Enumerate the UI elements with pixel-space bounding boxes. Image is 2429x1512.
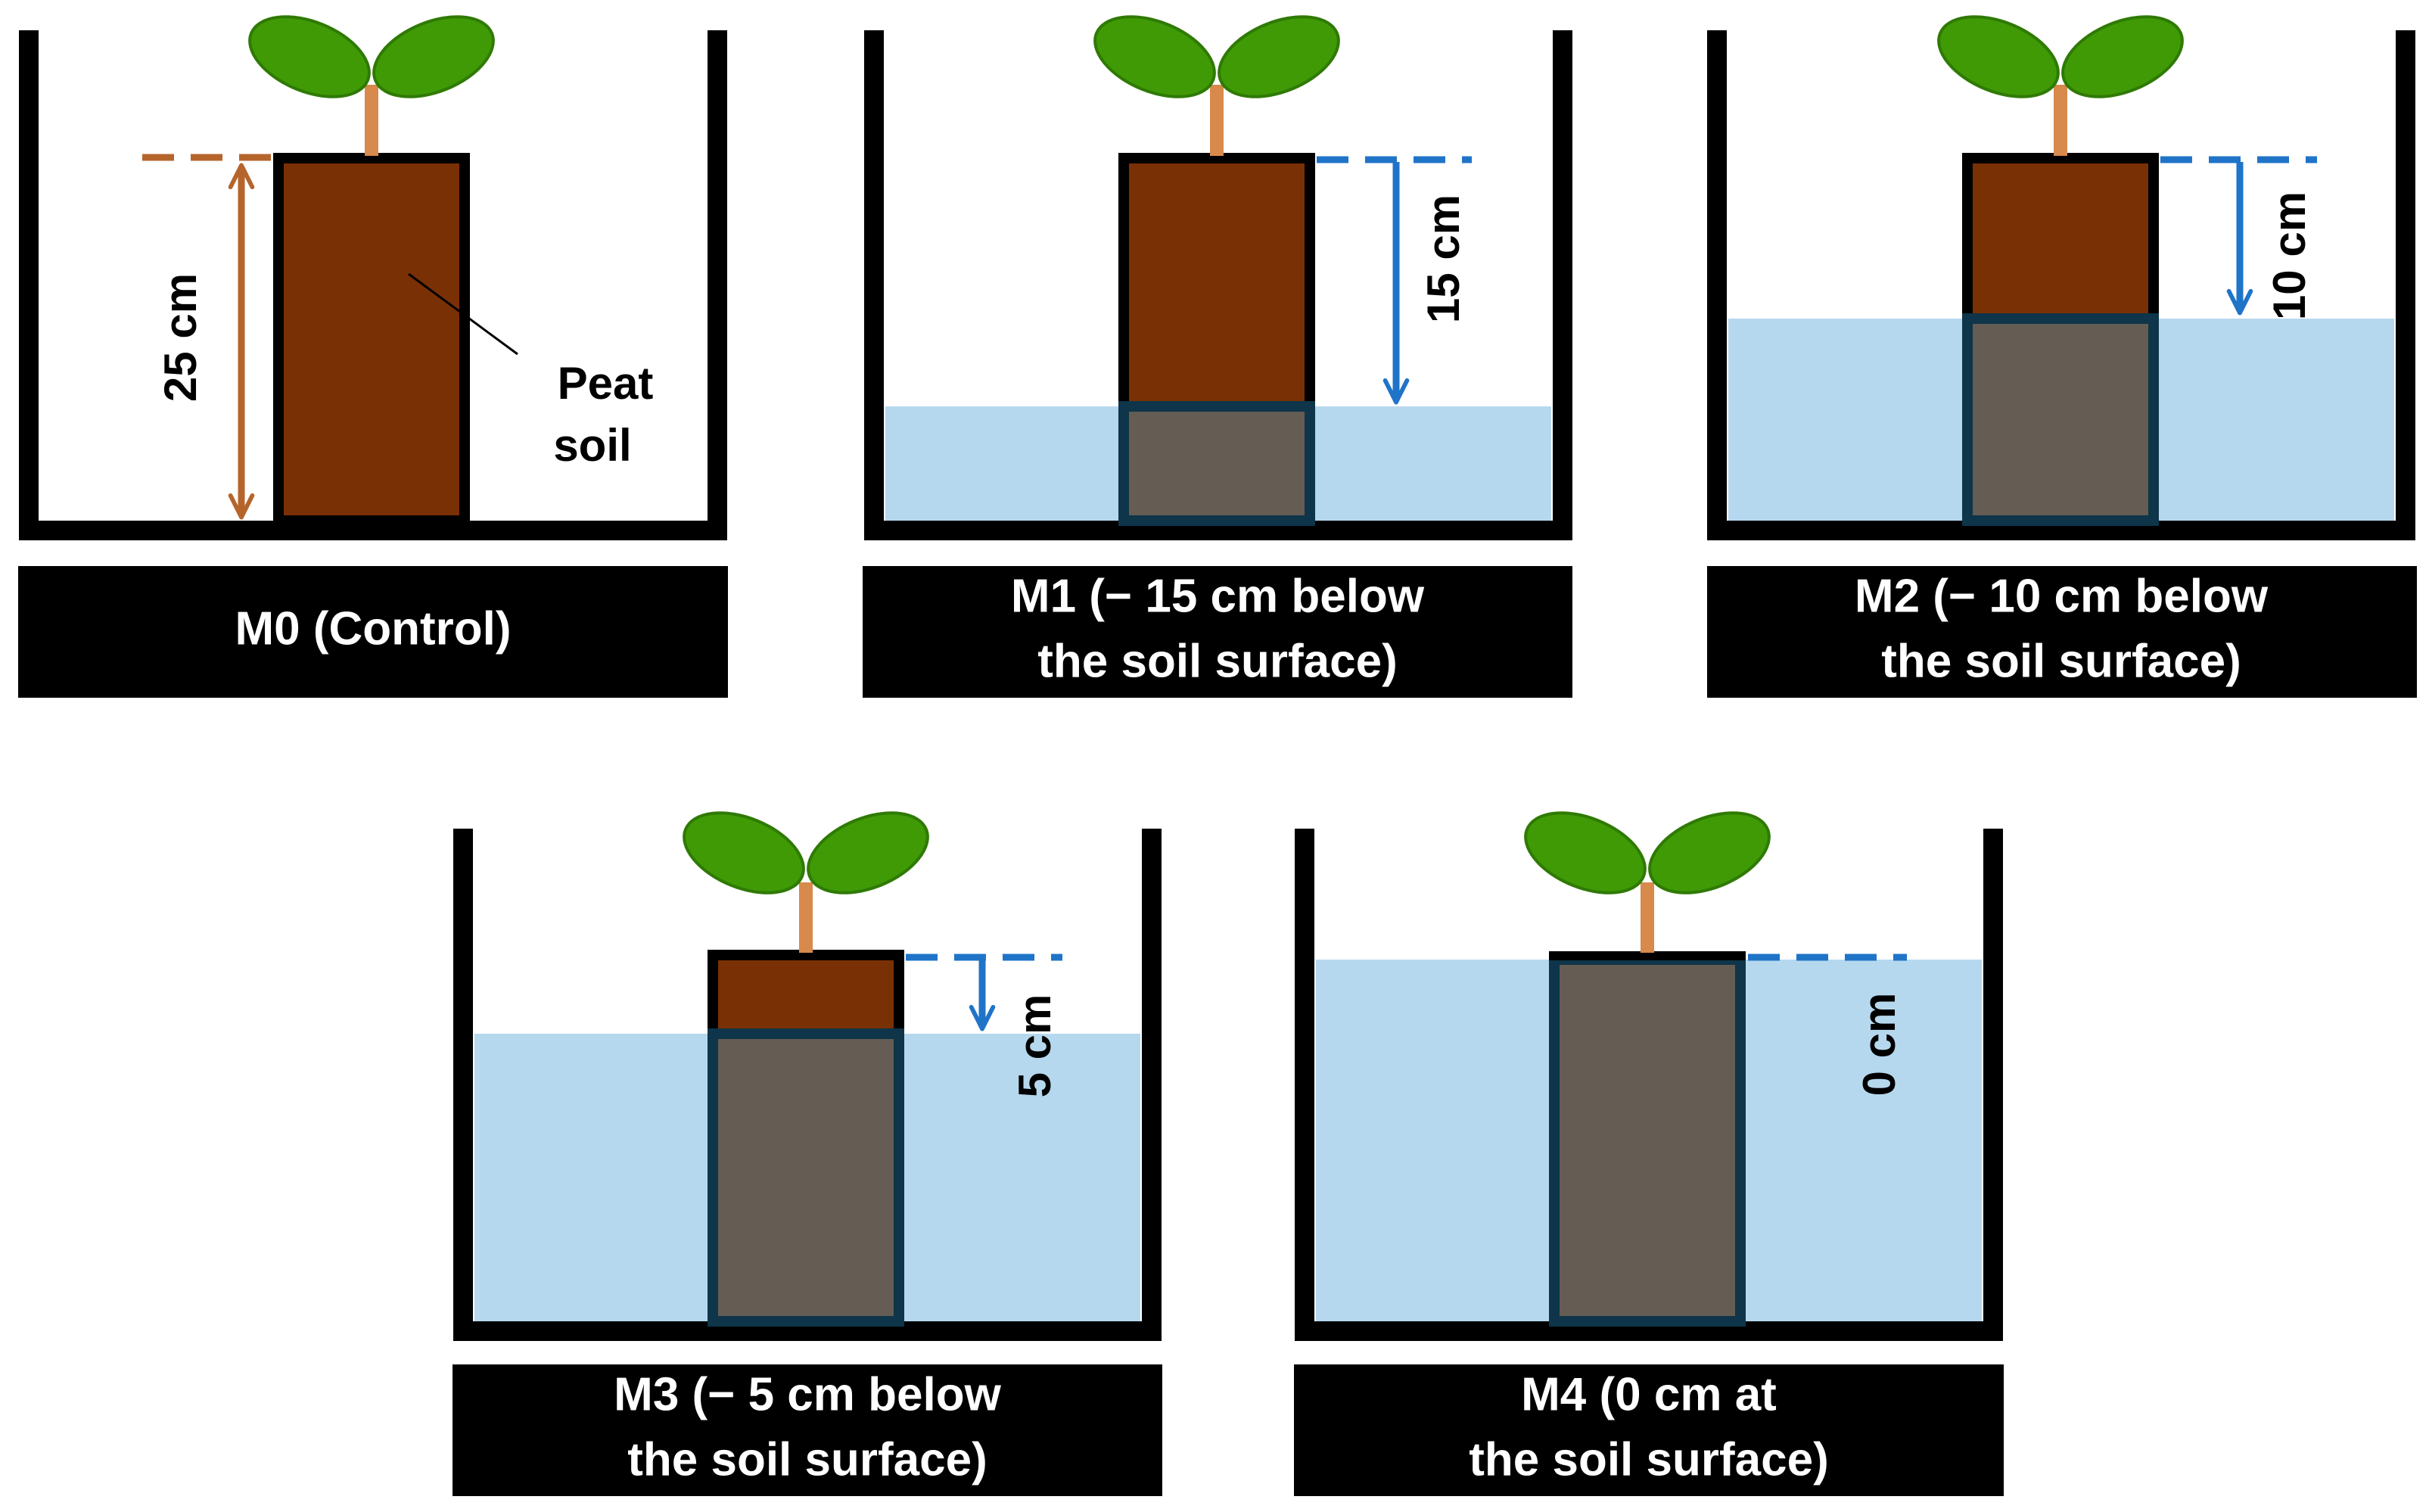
container-m4 (1295, 829, 2003, 1341)
caption-box-m2 (1707, 566, 2417, 698)
caption-box-m4 (1294, 1364, 2004, 1496)
seedling-icon (1524, 811, 1771, 953)
control-height-label: 25 cm (155, 273, 206, 402)
caption-box-m1 (863, 566, 1572, 698)
panel-m1: 15 cm M1 (− 15 cm below the soil surface… (863, 15, 1572, 698)
panel-m3: 5 cm M3 (− 5 cm below the soil surface) (453, 811, 1162, 1496)
depth-label-m4: 0 cm (1854, 993, 1905, 1097)
depth-label-m3: 5 cm (1009, 994, 1060, 1098)
seedling-icon (683, 811, 929, 953)
submerged-soil-m3 (708, 1028, 904, 1327)
container-m3 (453, 829, 1162, 1341)
soil-label-line1: Peat (558, 358, 654, 409)
submerged-soil-m2 (1962, 313, 2159, 526)
container-m2 (1707, 30, 2415, 540)
caption-m2-line1: M2 (− 10 cm below (1855, 570, 2269, 622)
seedling-icon (248, 15, 495, 156)
submerged-soil-m4 (1549, 954, 1746, 1327)
caption-box-m0 (18, 566, 728, 698)
caption-m1-line2: the soil surface) (1037, 635, 1397, 687)
caption-m4-line2: the soil surface) (1469, 1433, 1828, 1486)
container-m0 (19, 30, 727, 540)
depth-label-m1: 15 cm (1418, 194, 1469, 323)
caption-m2-line2: the soil surface) (1881, 635, 2241, 687)
panel-m0: 25 cm Peat soil M0 (Control) (18, 15, 728, 698)
caption-m4-line1: M4 (0 cm at (1521, 1368, 1777, 1420)
caption-m3-line2: the soil surface) (627, 1433, 987, 1486)
soil-column-m0 (273, 153, 470, 526)
panel-m4: 0 cm M4 (0 cm at the soil surface) (1294, 811, 2004, 1496)
seedling-icon (1937, 15, 2184, 156)
depth-label-m2: 10 cm (2264, 191, 2315, 320)
soil-label-line2: soil (553, 420, 631, 471)
panel-m2: 10 cm M2 (− 10 cm below the soil surface… (1707, 15, 2417, 698)
soil-label-leader (408, 272, 518, 356)
submerged-soil-m1 (1118, 401, 1315, 526)
caption-box-m3 (453, 1364, 1162, 1496)
caption-m1-line1: M1 (− 15 cm below (1011, 570, 1425, 622)
caption-m0: M0 (Control) (235, 602, 511, 655)
container-m1 (864, 30, 1572, 540)
caption-m3-line1: M3 (− 5 cm below (614, 1368, 1001, 1420)
seedling-icon (1093, 15, 1340, 156)
